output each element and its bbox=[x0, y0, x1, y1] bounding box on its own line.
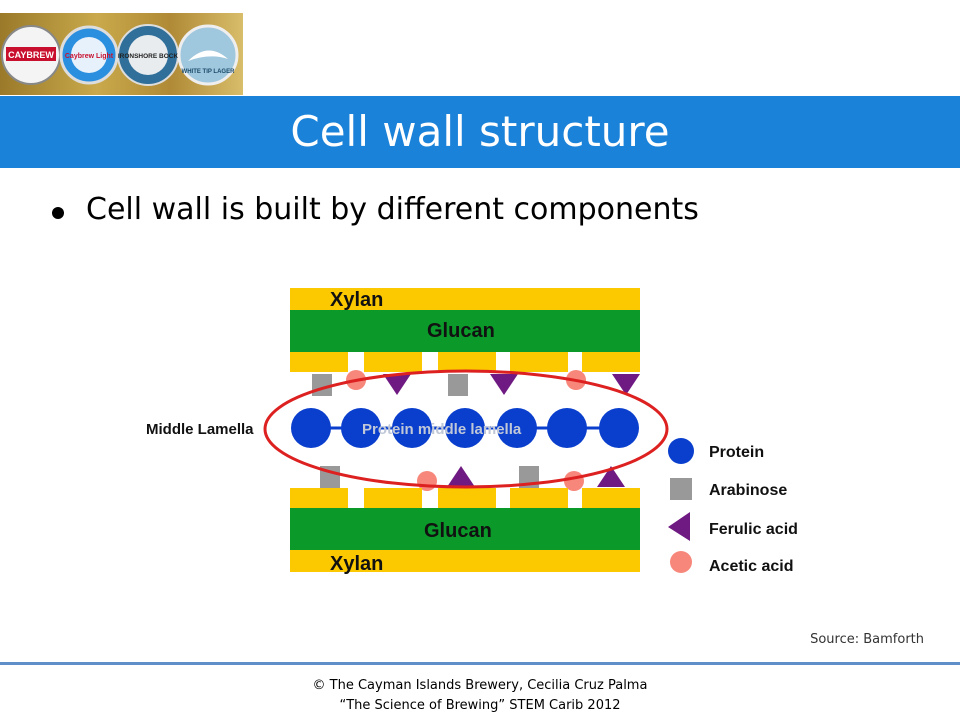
middle-lamella-label: Middle Lamella bbox=[146, 421, 254, 438]
bottom-xylan-blocks bbox=[290, 488, 640, 508]
top-xylan-layer bbox=[290, 288, 640, 310]
top-glucan-layer bbox=[290, 310, 640, 352]
bottom-glucan-label: Glucan bbox=[424, 520, 492, 542]
highlight-ellipse bbox=[263, 369, 669, 489]
footer-copyright: © The Cayman Islands Brewery, Cecilia Cr… bbox=[312, 678, 648, 693]
protein-circle bbox=[291, 408, 331, 448]
bullet-marker bbox=[52, 207, 64, 219]
legend-arabinose-label: Arabinose bbox=[709, 482, 787, 499]
protein-circle bbox=[497, 408, 537, 448]
protein-circle bbox=[341, 408, 381, 448]
xylan-block bbox=[582, 352, 640, 372]
footer-divider bbox=[0, 662, 960, 665]
legend: Protein Arabinose Ferulic acid Acetic ac… bbox=[668, 438, 798, 575]
page-title: Cell wall structure bbox=[290, 107, 670, 156]
source-credit: Source: Bamforth bbox=[810, 632, 924, 647]
bottom-glucan-layer bbox=[290, 508, 640, 550]
protein-middle-lamella-label: Protein middle lamella bbox=[362, 421, 522, 438]
bullet-text: Cell wall is built by different componen… bbox=[86, 192, 699, 227]
xylan-block bbox=[290, 352, 348, 372]
footer-event: “The Science of Brewing” STEM Carib 2012 bbox=[339, 698, 621, 713]
ferulic-acid-triangle bbox=[447, 466, 475, 487]
bottom-xylan-label: Xylan bbox=[330, 553, 383, 575]
white-tip-logo-text: WHITE TIP LAGER bbox=[182, 69, 236, 75]
ironshore-bock-logo-text: IRONSHORE BOCK bbox=[118, 53, 179, 60]
caybrew-light-logo-text: Caybrew Light bbox=[65, 53, 114, 60]
caybrew-logo-text: CAYBREW bbox=[8, 50, 54, 60]
legend-arabinose-swatch bbox=[670, 478, 692, 500]
ferulic-acid-triangle bbox=[612, 374, 640, 395]
top-xylan-label: Xylan bbox=[330, 289, 383, 311]
legend-ferulic-label: Ferulic acid bbox=[709, 521, 798, 538]
xylan-block bbox=[438, 352, 496, 372]
legend-acetic-label: Acetic acid bbox=[709, 558, 793, 575]
ferulic-acid-triangle bbox=[383, 374, 411, 395]
xylan-block bbox=[364, 352, 422, 372]
arabinose-square bbox=[448, 374, 468, 396]
protein-circle bbox=[445, 408, 485, 448]
xylan-block bbox=[364, 488, 422, 508]
legend-protein-label: Protein bbox=[709, 444, 764, 461]
legend-protein-swatch bbox=[668, 438, 694, 464]
top-xylan-blocks bbox=[290, 352, 640, 372]
xylan-block bbox=[582, 488, 640, 508]
footer: © The Cayman Islands Brewery, Cecilia Cr… bbox=[0, 676, 960, 716]
legend-ferulic-swatch bbox=[668, 512, 690, 541]
protein-circle bbox=[547, 408, 587, 448]
top-glucan-label: Glucan bbox=[427, 320, 495, 342]
protein-circle bbox=[599, 408, 639, 448]
legend-acetic-swatch bbox=[670, 551, 692, 573]
ferulic-acid-triangle bbox=[597, 466, 625, 487]
protein-circle bbox=[392, 408, 432, 448]
xylan-block bbox=[290, 488, 348, 508]
brand-logos: CAYBREW Caybrew Light IRONSHORE BOCK WHI… bbox=[0, 13, 243, 95]
bottom-xylan-layer bbox=[290, 550, 640, 572]
ferulic-acid-triangle bbox=[490, 374, 518, 395]
title-bar bbox=[0, 96, 960, 168]
xylan-block bbox=[510, 352, 568, 372]
xylan-block bbox=[438, 488, 496, 508]
xylan-block bbox=[510, 488, 568, 508]
